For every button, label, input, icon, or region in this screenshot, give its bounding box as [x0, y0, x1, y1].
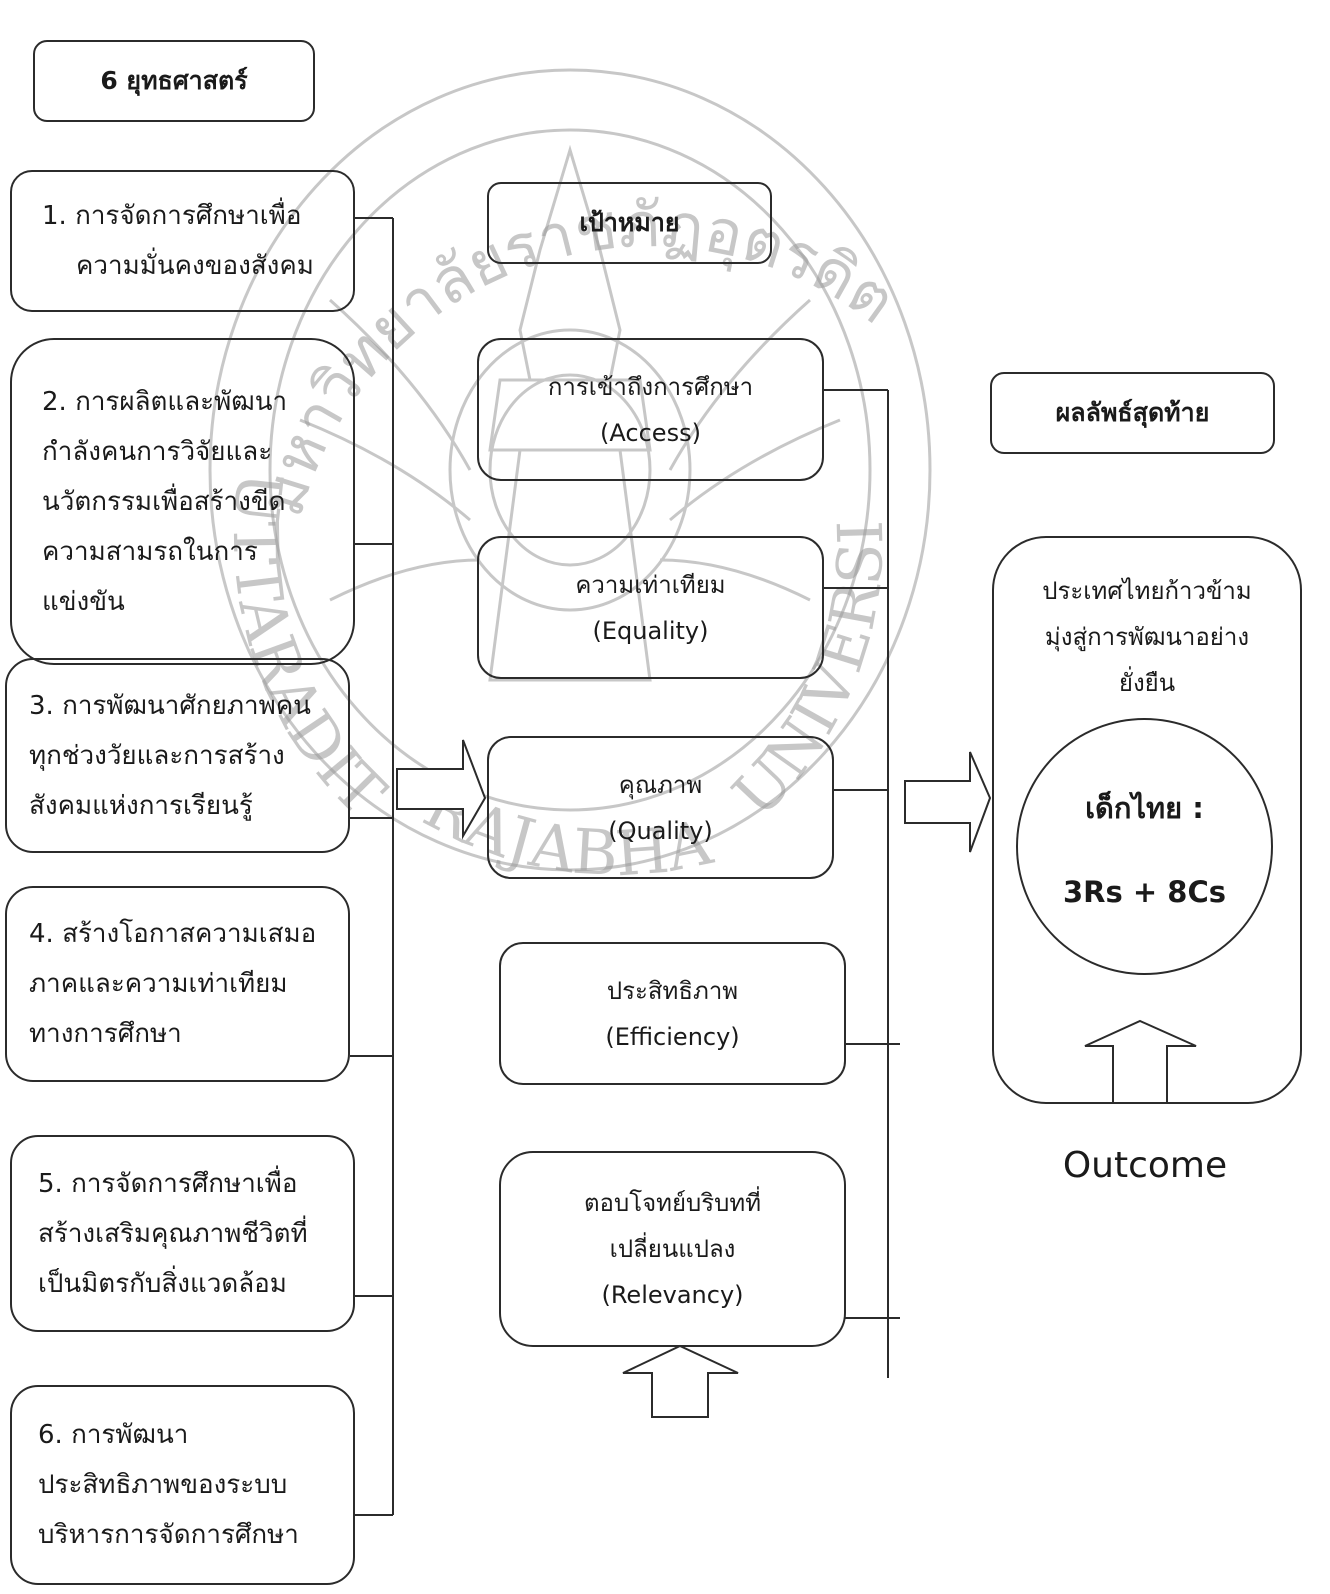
outcome-label: Outcome: [1062, 1145, 1228, 1186]
strategies-header: 6 ยุทธศาสตร์: [100, 66, 248, 95]
goals-header: เป้าหมาย: [579, 208, 680, 237]
strategy-1-line: ความมั่นคงของสังคม: [76, 251, 314, 281]
outcome-circle-value: 3Rs + 8Cs: [1063, 874, 1226, 909]
goal-box-quality: คุณภาพ (Quality): [487, 736, 834, 879]
goal-box-access: การเข้าถึงการศึกษา (Access): [477, 338, 824, 481]
goal-box-relevancy: ตอบโจทย์บริบทที่ เปลี่ยนแปลง (Relevancy): [499, 1151, 846, 1347]
strategy-5-line: เป็นมิตรกับสิ่งแวดล้อม: [38, 1268, 287, 1299]
strategy-4-line: ภาคและความเท่าเทียม: [29, 969, 288, 999]
strategy-3-line: 3. การพัฒนาศักยภาพคน: [29, 690, 311, 721]
arrow-right-to-result: [904, 751, 992, 853]
goal-relevancy-label: ตอบโจทย์บริบทที่: [583, 1189, 762, 1217]
strategy-2-line: 2. การผลิตและพัฒนา: [42, 386, 288, 417]
goal-access-en: (Access): [600, 418, 701, 447]
strategy-3-line: ทุกช่วงวัยและการสร้าง: [29, 740, 285, 771]
strategy-6-line: บริหารการจัดการศึกษา: [38, 1520, 299, 1550]
strategy-box-4: 4. สร้างโอกาสความเสมอ ภาคและความเท่าเทีย…: [5, 886, 350, 1082]
outcome-circle: เด็กไทย : 3Rs + 8Cs: [1016, 718, 1273, 975]
goal-efficiency-label: ประสิทธิภาพ: [606, 976, 739, 1005]
result-line: ยั่งยืน: [1118, 669, 1176, 697]
outcome-circle-title: เด็กไทย :: [1085, 790, 1204, 825]
result-line: ประเทศไทยก้าวข้าม: [1042, 577, 1252, 605]
goal-equality-en: (Equality): [592, 616, 709, 645]
strategy-box-5: 5. การจัดการศึกษาเพื่อ สร้างเสริมคุณภาพช…: [10, 1135, 355, 1332]
goal-relevancy-en: (Relevancy): [601, 1281, 744, 1309]
strategy-box-2: 2. การผลิตและพัฒนา กำลังคนการวิจัยและ นว…: [10, 338, 355, 665]
goals-header-box: เป้าหมาย: [487, 182, 772, 264]
strategy-2-line: ความสามรถในการ: [42, 536, 258, 567]
strategy-5-line: 5. การจัดการศึกษาเพื่อ: [38, 1168, 298, 1199]
goal-quality-en: (Quality): [608, 816, 713, 845]
strategies-header-box: 6 ยุทธศาสตร์: [33, 40, 315, 122]
goal-access-label: การเข้าถึงการศึกษา: [547, 372, 754, 401]
goal-efficiency-en: (Efficiency): [605, 1022, 740, 1051]
strategy-1-line: 1. การจัดการศึกษาเพื่อ: [42, 201, 302, 231]
strategy-4-line: 4. สร้างโอกาสความเสมอ: [29, 919, 317, 949]
arrow-up-to-relevancy: [622, 1344, 739, 1418]
goal-box-equality: ความเท่าเทียม (Equality): [477, 536, 824, 679]
strategy-2-line: กำลังคนการวิจัยและ: [42, 436, 273, 467]
goal-quality-label: คุณภาพ: [618, 770, 703, 799]
goal-box-efficiency: ประสิทธิภาพ (Efficiency): [499, 942, 846, 1085]
goal-relevancy-label: เปลี่ยนแปลง: [609, 1235, 736, 1263]
strategy-6-line: 6. การพัฒนา: [38, 1420, 189, 1450]
strategy-box-6: 6. การพัฒนา ประสิทธิภาพของระบบ บริหารการ…: [10, 1385, 355, 1585]
result-description: ประเทศไทยก้าวข้าม มุ่งสู่การพัฒนาอย่าง ย…: [994, 568, 1300, 706]
strategy-4-line: ทางการศึกษา: [29, 1019, 182, 1049]
strategy-2-line: แข่งขัน: [42, 586, 125, 617]
result-outer-box: ประเทศไทยก้าวข้าม มุ่งสู่การพัฒนาอย่าง ย…: [992, 536, 1302, 1104]
strategy-3-line: สังคมแห่งการเรียนรู้: [29, 790, 253, 821]
result-header: ผลลัพธ์สุดท้าย: [1055, 398, 1210, 427]
result-line: มุ่งสู่การพัฒนาอย่าง: [1044, 623, 1250, 651]
arrow-right-to-goals: [396, 739, 487, 840]
strategy-5-line: สร้างเสริมคุณภาพชีวิตที่: [38, 1218, 308, 1249]
arrow-up-to-outcome: [1084, 1019, 1197, 1104]
goal-equality-label: ความเท่าเทียม: [575, 570, 726, 599]
strategy-6-line: ประสิทธิภาพของระบบ: [38, 1470, 288, 1500]
strategy-box-1: 1. การจัดการศึกษาเพื่อ ความมั่นคงของสังค…: [10, 170, 355, 312]
strategy-box-3: 3. การพัฒนาศักยภาพคน ทุกช่วงวัยและการสร้…: [5, 658, 350, 853]
result-header-box: ผลลัพธ์สุดท้าย: [990, 372, 1275, 454]
strategy-2-line: นวัตกรรมเพื่อสร้างขีด: [42, 486, 286, 517]
